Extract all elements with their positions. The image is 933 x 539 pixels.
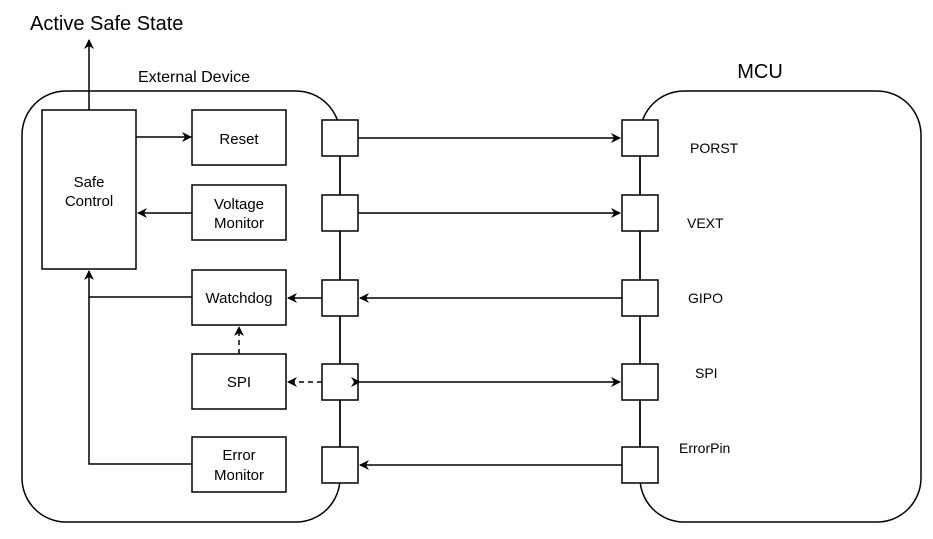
voltage-monitor-label-line2: Monitor [214,215,264,232]
mcu-pin-errorpin [621,446,659,484]
mcu-container [639,90,922,523]
voltage-monitor-block [191,184,287,241]
safe-control-block [41,109,137,270]
mcu-pin-vext [621,194,659,232]
mcu-pin-errorpin-label: ErrorPin [679,440,730,456]
active-safe-state-label: Active Safe State [30,13,183,35]
safe-control-label-line2: Control [65,193,113,210]
mcu-pin-vext-label: VEXT [687,215,724,231]
watchdog-label: Watchdog [206,290,273,307]
external-device-label: External Device [138,69,250,86]
spi-block-label: SPI [227,374,251,391]
error-monitor-label-line1: Error [222,447,255,464]
mcu-pin-porst-label: PORST [690,140,739,156]
error-monitor-label-line2: Monitor [214,467,264,484]
spi-block [191,353,287,410]
reset-block [191,109,287,166]
voltage-monitor-label-line1: Voltage [214,196,264,213]
ext-pin-voltage [321,194,359,232]
mcu-pin-porst [621,119,659,157]
mcu-label: MCU [737,61,783,83]
reset-label: Reset [219,131,259,148]
mcu-pin-spi [621,363,659,401]
ext-pin-spi [321,363,359,401]
ext-pin-watchdog [321,279,359,317]
ext-pin-error [321,446,359,484]
ext-pin-reset [321,119,359,157]
mcu-pin-gipo [621,279,659,317]
safe-control-label-line1: Safe [74,174,105,191]
mcu-pin-gipo-label: GIPO [688,290,723,306]
mcu-pin-spi-label: SPI [695,365,718,381]
error-monitor-to-safe-control-line [88,297,192,465]
